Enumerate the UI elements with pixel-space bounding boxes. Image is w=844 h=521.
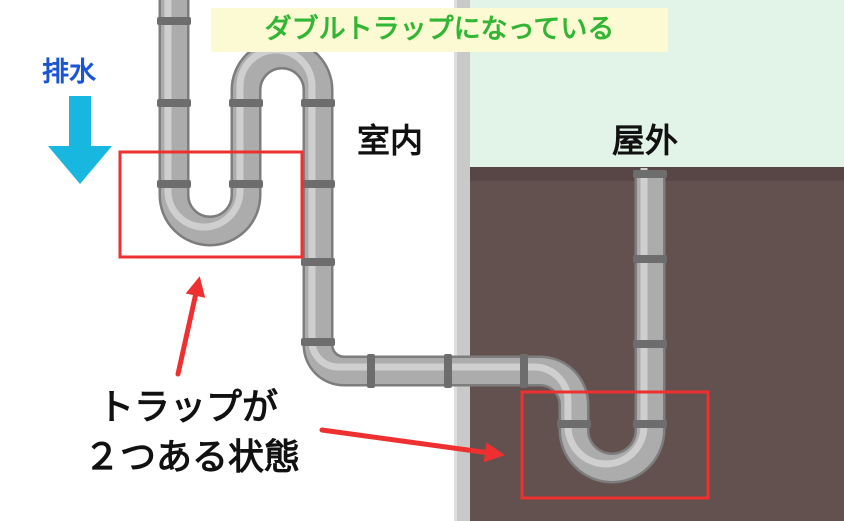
flow-label: 排水 bbox=[42, 57, 96, 88]
pipe-joint bbox=[157, 99, 191, 107]
pipe-joint bbox=[633, 170, 667, 178]
pipe-joint bbox=[520, 354, 528, 388]
pipe-joint bbox=[229, 99, 263, 107]
pipe-joint bbox=[301, 258, 335, 266]
pipe-joint bbox=[367, 354, 375, 388]
wall bbox=[454, 0, 470, 521]
caption-line-2: ２つある状態 bbox=[84, 437, 301, 478]
down-arrow-icon bbox=[48, 96, 112, 184]
pipe-joint bbox=[301, 338, 335, 346]
pipe-joint bbox=[301, 180, 335, 188]
red-pointer-arrow-icon bbox=[175, 276, 206, 377]
pipe-joint bbox=[444, 354, 452, 388]
pipe-joint bbox=[633, 255, 667, 263]
indoor-label: 室内 bbox=[357, 121, 423, 160]
trap-highlight-indoor bbox=[118, 150, 304, 259]
trap-highlight-outdoor bbox=[520, 390, 710, 500]
pipe-joint bbox=[229, 180, 263, 188]
caption-line-1: トラップが bbox=[98, 387, 279, 428]
red-pointer-arrow-icon bbox=[319, 427, 505, 463]
pipe-joint bbox=[633, 340, 667, 348]
pipe-joint bbox=[157, 17, 191, 25]
outdoor-label: 屋外 bbox=[612, 121, 678, 160]
pipe-joints bbox=[157, 17, 667, 428]
banner-bg bbox=[211, 8, 668, 52]
pipe-joint bbox=[301, 99, 335, 107]
banner-text: ダブルトラップになっている bbox=[264, 14, 615, 45]
pipe-joint bbox=[157, 180, 191, 188]
pipe-joint bbox=[557, 420, 591, 428]
pipe-joint bbox=[633, 420, 667, 428]
